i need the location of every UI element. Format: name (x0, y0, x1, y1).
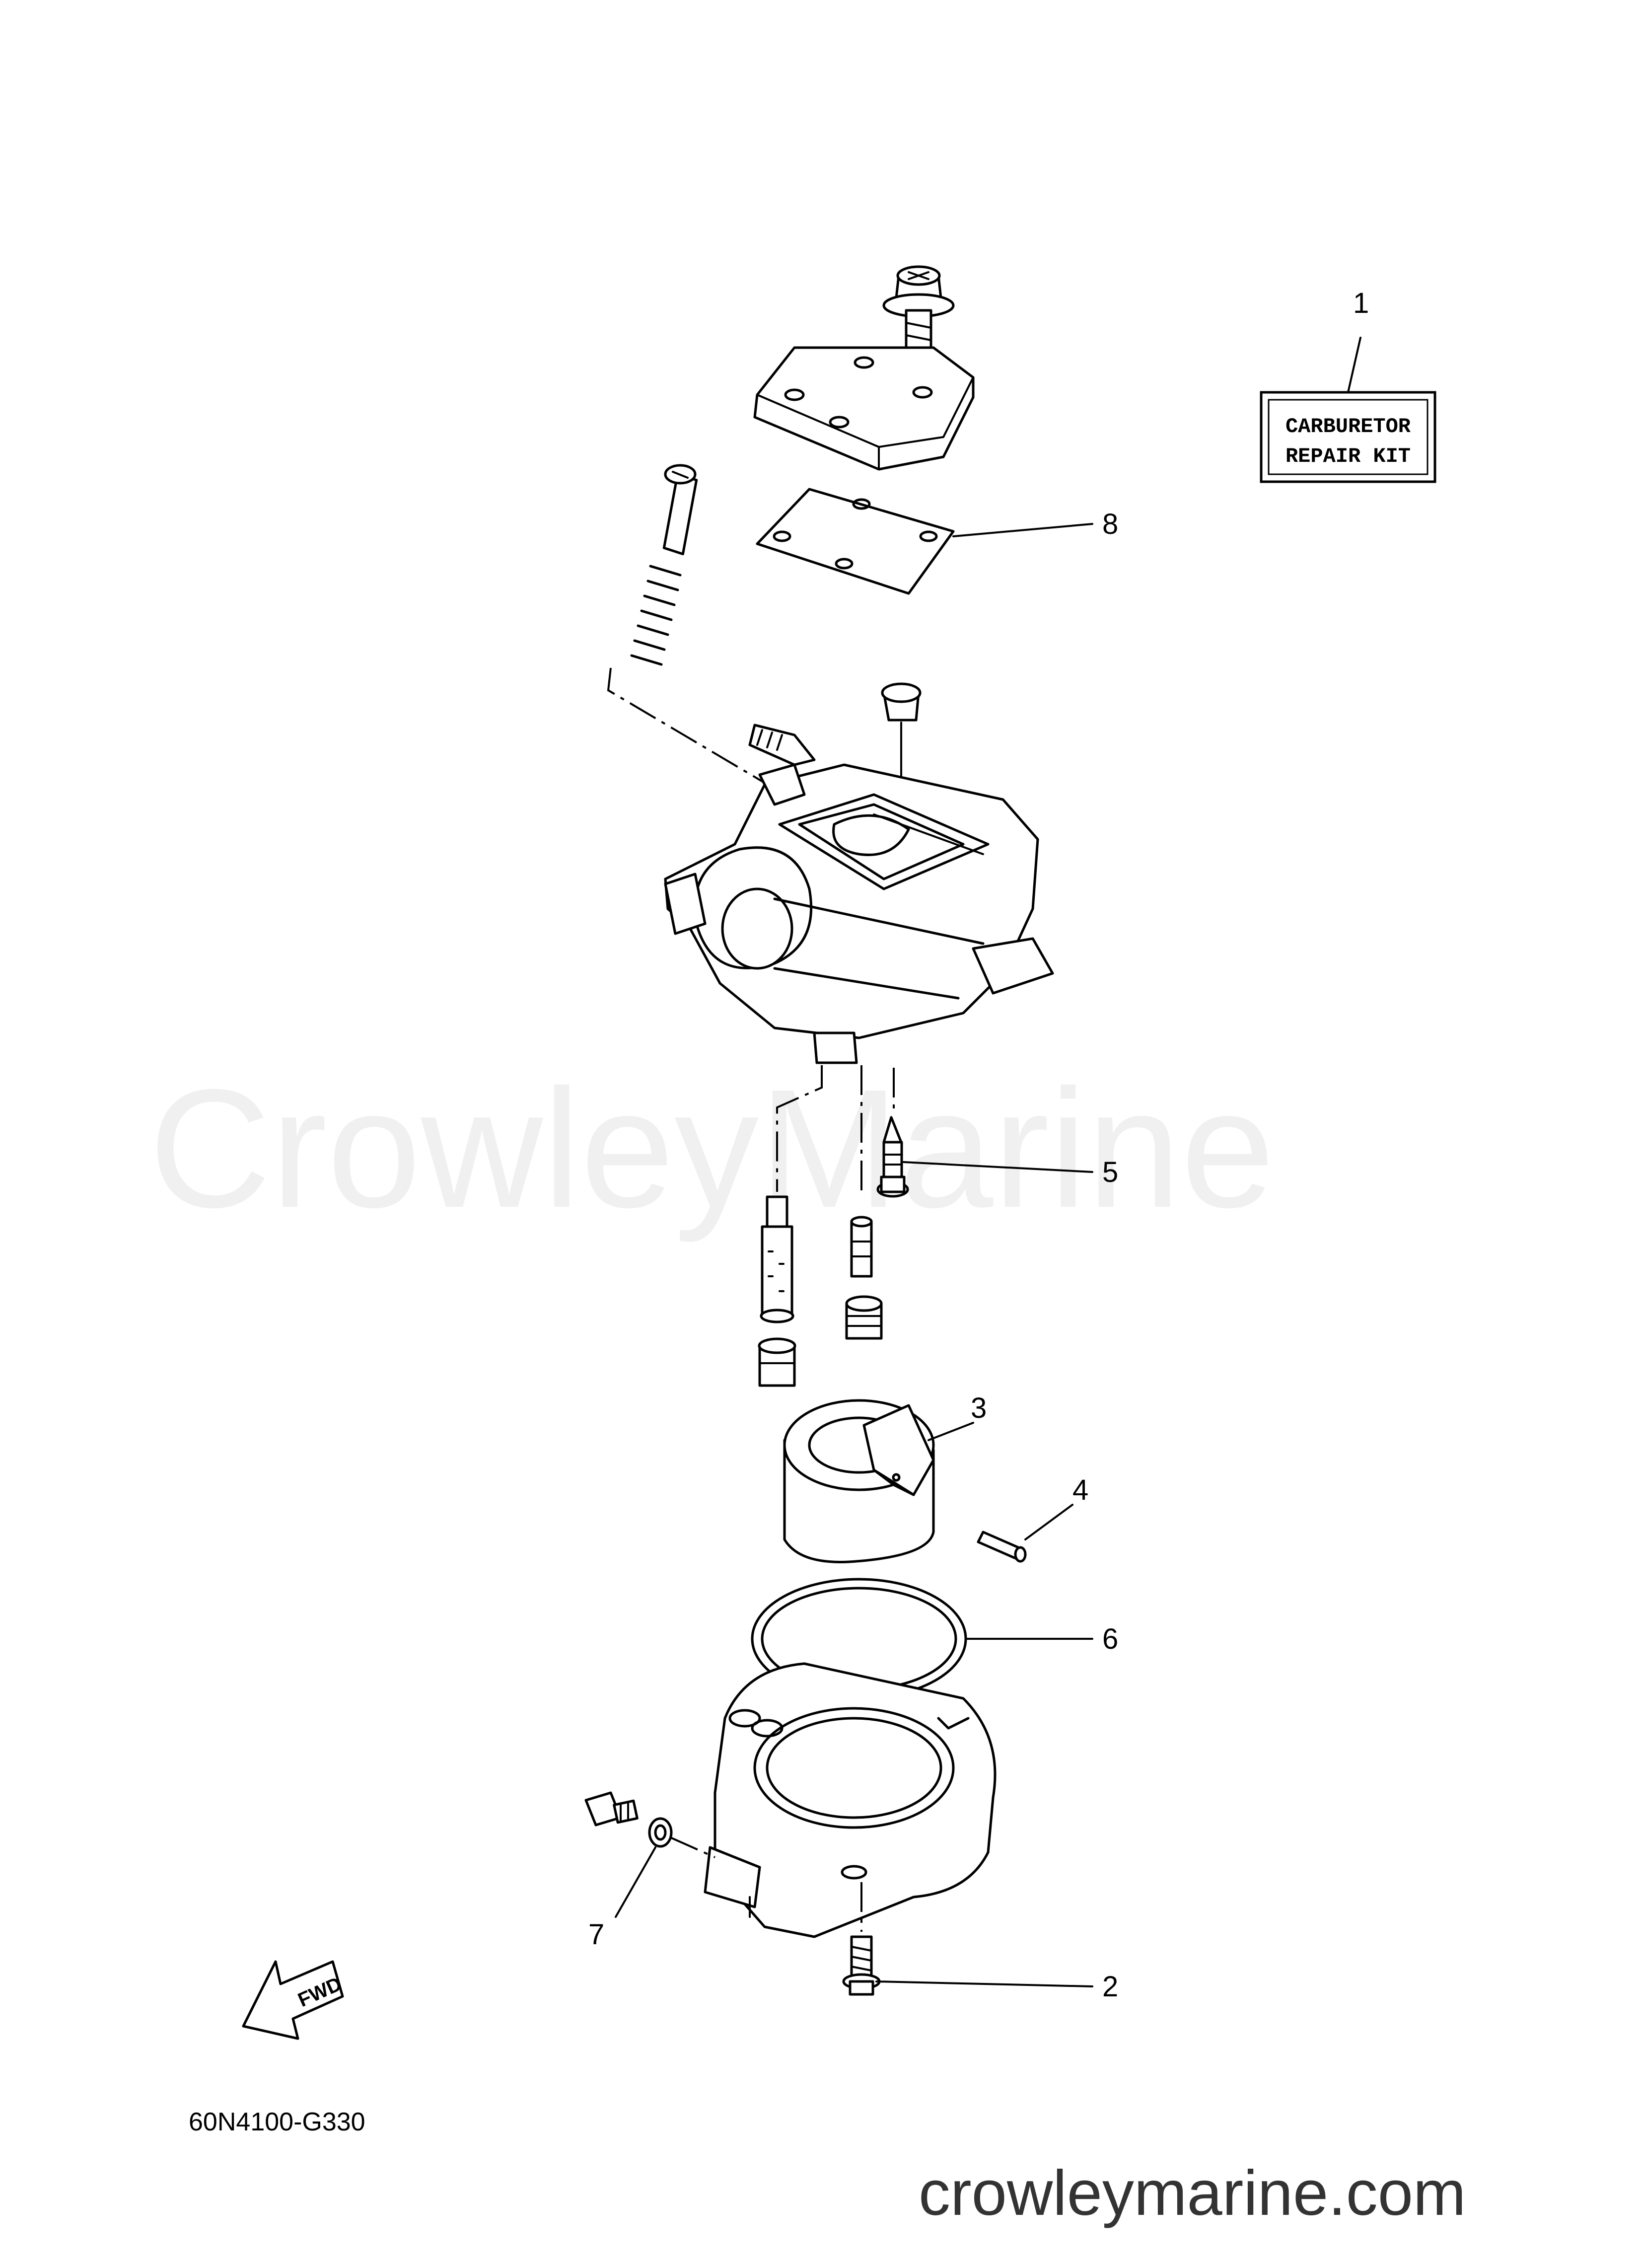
pilot-screw-spring[interactable] (630, 464, 706, 666)
callout-5[interactable]: 5 (1102, 1156, 1118, 1188)
pilot-jet-needle (748, 724, 816, 766)
callout-1[interactable]: 1 (1353, 287, 1369, 319)
watermark: CrowleyMarine (149, 1054, 1275, 1244)
float-bowl (704, 1662, 997, 1938)
website-url[interactable]: crowleymarine.com (919, 2158, 1466, 2229)
drain-screw-2[interactable] (842, 1935, 881, 1996)
callout-7[interactable]: 7 (588, 1918, 604, 1951)
drain-plug[interactable] (584, 1791, 639, 1827)
pilot-jet (850, 1216, 873, 1278)
callout-6[interactable]: 6 (1102, 1623, 1118, 1655)
diagram-code: 60N4100-G330 (189, 2108, 365, 2136)
callout-4[interactable]: 4 (1072, 1474, 1088, 1506)
callout-3[interactable]: 3 (971, 1392, 987, 1424)
kit-label-line1: CARBURETOR (1285, 415, 1411, 439)
callout-8[interactable]: 8 (1102, 508, 1118, 540)
washer-7[interactable] (648, 1817, 673, 1848)
callout-2[interactable]: 2 (1102, 1971, 1118, 2003)
gasket-8[interactable] (756, 488, 955, 595)
needle-valve-5[interactable] (876, 1116, 909, 1198)
main-jet (758, 1337, 796, 1387)
plug[interactable] (881, 682, 922, 722)
fwd-arrow-icon: FWD (242, 1960, 345, 2040)
carburetor-repair-kit-box[interactable]: CARBURETOR REPAIR KIT (1260, 391, 1436, 483)
pilot-jet-plug (845, 1295, 883, 1340)
float-pin-4[interactable] (977, 1531, 1027, 1563)
main-nozzle (760, 1195, 794, 1323)
float-chamber-cover[interactable] (753, 346, 975, 471)
float-3[interactable] (783, 1399, 935, 1563)
kit-label-line2: REPAIR KIT (1285, 444, 1411, 468)
carburetor-body (664, 763, 1054, 1064)
